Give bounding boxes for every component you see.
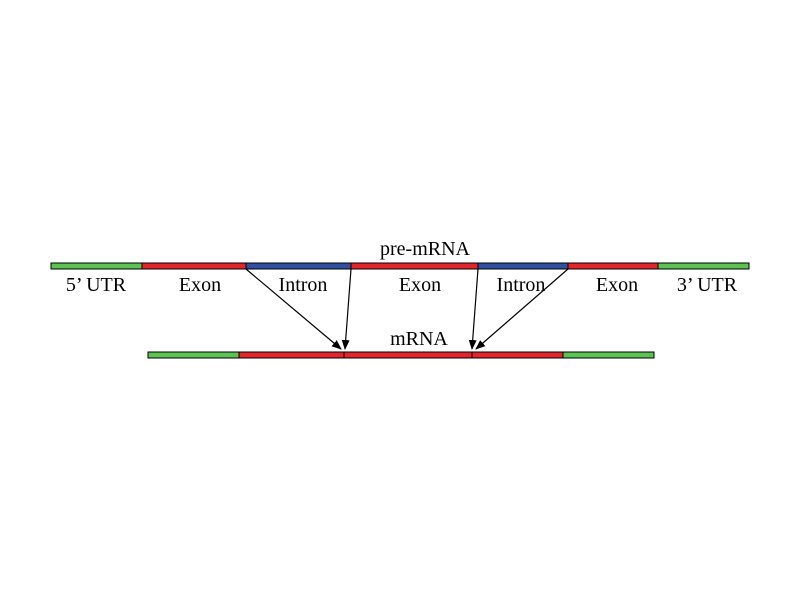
label-exon-3: Exon [596, 274, 638, 296]
splice-arrows [245, 268, 569, 350]
pre-mrna-5-utr [50, 262, 143, 270]
splice-arrow-1 [245, 268, 342, 350]
mrna-exon-1 [238, 351, 345, 359]
label-3-utr: 3’ UTR [677, 274, 738, 296]
pre-mrna-exon-3 [567, 262, 659, 270]
mrna-strand [147, 351, 655, 359]
pre-mrna-intron-1 [245, 262, 352, 270]
mrna-exon-2 [343, 351, 473, 359]
label-intron-2: Intron [497, 274, 546, 296]
mrna-label: mRNA [390, 328, 448, 350]
mrna-exon-3 [471, 351, 564, 359]
pre-mrna-exon-2 [350, 262, 479, 270]
mrna-5-utr [147, 351, 240, 359]
pre-mrna-strand [50, 262, 750, 270]
splice-arrow-2 [341, 268, 352, 350]
pre-mrna-intron-2 [477, 262, 569, 270]
label-exon-1: Exon [179, 274, 221, 296]
pre-mrna-3-utr [657, 262, 750, 270]
splice-arrow-3 [468, 268, 479, 350]
segment-labels: 5’ UTR Exon Intron Exon Intron Exon 3’ U… [66, 274, 738, 296]
pre-mrna-label: pre-mRNA [380, 238, 471, 260]
splice-arrow-4 [475, 268, 569, 350]
mrna-3-utr [562, 351, 655, 359]
label-5-utr: 5’ UTR [66, 274, 127, 296]
label-intron-1: Intron [279, 274, 328, 296]
pre-mrna-exon-1 [141, 262, 247, 270]
label-exon-2: Exon [399, 274, 441, 296]
